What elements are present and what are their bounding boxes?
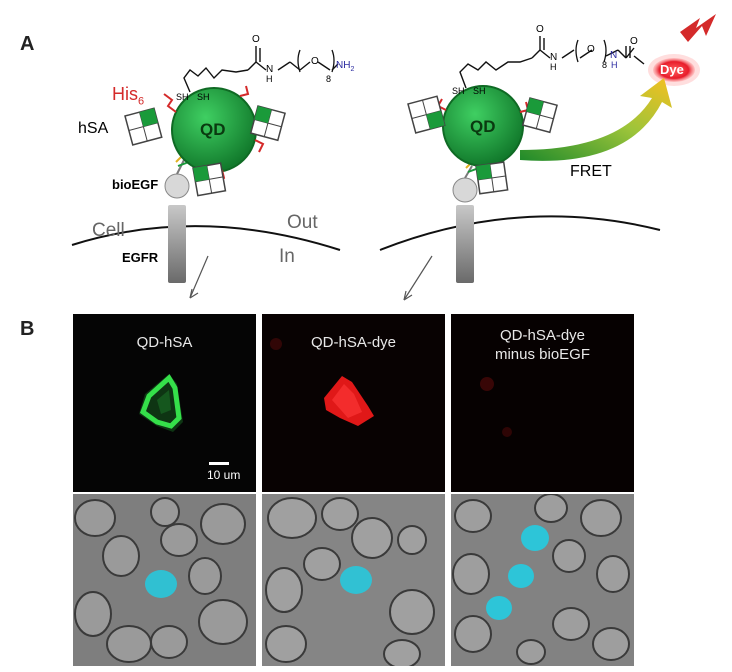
fret-label: FRET <box>570 163 612 180</box>
peg-sub: 8 <box>326 74 332 84</box>
out-label: Out <box>287 212 318 233</box>
panel-b-label: B <box>20 318 35 340</box>
brightfield-minus-bioegf <box>451 494 634 666</box>
amide-h-right: H <box>550 62 557 72</box>
right-schematic <box>379 14 716 301</box>
cell-label: Cell <box>92 220 125 241</box>
ether-o-right: O <box>587 44 595 55</box>
caption-qd-hsa-dye: QD-hSA-dye <box>310 334 397 351</box>
qd-label: QD <box>200 120 226 139</box>
amine-label: NH2 <box>336 60 355 73</box>
in-label: In <box>279 246 295 267</box>
carbonyl-o: O <box>252 34 260 45</box>
emission-bolt-icon <box>680 14 716 42</box>
sh-label-1: SH <box>176 92 189 102</box>
cell-membrane <box>71 225 341 251</box>
amide-h: H <box>266 74 273 84</box>
sh-label-3: SH <box>452 86 465 96</box>
brightfield-qd-hsa <box>73 494 256 666</box>
brightfield-qd-hsa-dye <box>262 494 445 666</box>
amide-n: N <box>266 64 274 75</box>
hsa-box <box>124 107 163 146</box>
hsa-label: hSA <box>78 120 109 137</box>
dye-molecule <box>653 58 695 82</box>
cell-membrane-right <box>379 215 661 251</box>
schematic-figure <box>71 14 716 301</box>
egfr-label: EGFR <box>122 250 159 265</box>
his-tag-label: His6 <box>112 84 145 108</box>
sh-label-4: SH <box>473 86 486 96</box>
micrograph-qd-hsa-dye: QD-hSA-dye <box>262 314 445 492</box>
amide2-n-right: N <box>610 50 618 61</box>
amide2-h-right: H <box>611 60 618 70</box>
dye-label: Dye <box>660 62 684 77</box>
egfr-receptor <box>168 205 186 283</box>
peg-sub-right: 8 <box>602 60 608 70</box>
bioegf-label: bioEGF <box>112 177 159 192</box>
micrograph-minus-bioegf: QD-hSA-dye minus bioEGF <box>451 314 634 492</box>
carbonyl2-o-right: O <box>630 36 638 47</box>
caption-minus-bioegf: QD-hSA-dye minus bioEGF <box>494 327 591 363</box>
carbonyl-o-right: O <box>536 24 544 35</box>
micrograph-qd-hsa: QD-hSA 10 um <box>73 314 256 492</box>
scale-bar-label: 10 um <box>207 468 241 482</box>
left-schematic <box>71 46 341 299</box>
caption-qd-hsa: QD-hSA <box>136 334 193 351</box>
fret-arrow <box>520 78 672 161</box>
ether-o: O <box>311 56 319 67</box>
scale-bar <box>209 462 229 465</box>
amide-n-right: N <box>550 52 558 63</box>
qd-label-right: QD <box>470 117 496 136</box>
sh-label-2: SH <box>197 92 210 102</box>
panel-a-label: A <box>20 33 35 55</box>
